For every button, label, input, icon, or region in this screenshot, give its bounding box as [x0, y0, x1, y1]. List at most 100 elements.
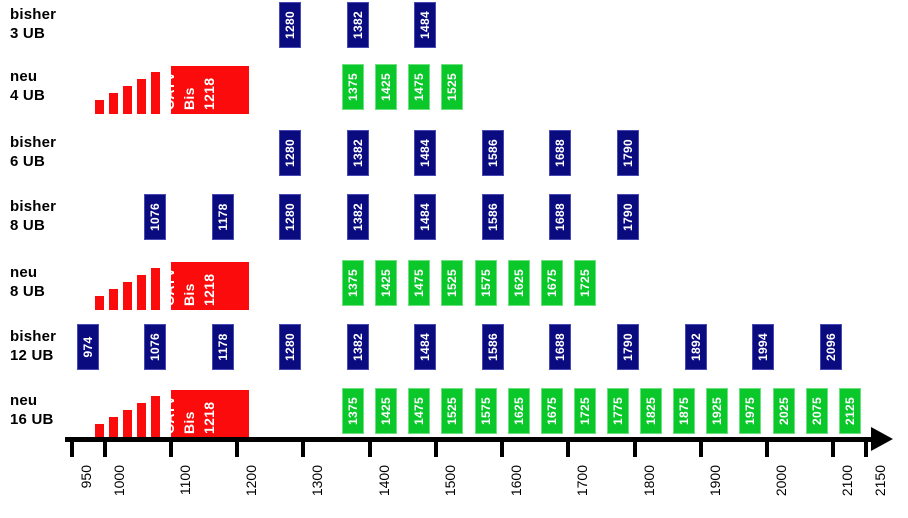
channel-block: 1688: [549, 130, 572, 176]
channel-block: 1688: [549, 324, 572, 370]
channel-block-label: 1575: [478, 397, 493, 425]
catv-text-line2: Bis: [181, 87, 197, 110]
channel-block: 1925: [706, 388, 729, 434]
channel-block: 1825: [640, 388, 663, 434]
x-axis-line: [65, 437, 873, 442]
axis-tick: [632, 442, 637, 457]
channel-block: 1375: [342, 64, 365, 110]
channel-block-label: 1484: [418, 11, 433, 39]
channel-block: 1484: [414, 130, 437, 176]
channel-block: 1484: [414, 324, 437, 370]
channel-block-label: 1425: [379, 73, 394, 101]
channel-block-label: 1975: [743, 397, 758, 425]
row-label-line1: bisher: [10, 328, 57, 345]
axis-tick: [102, 442, 107, 457]
channel-block-label: 1725: [577, 397, 592, 425]
catv-stair-bar: [151, 268, 160, 310]
channel-block: 1525: [441, 64, 464, 110]
axis-tick: [367, 442, 372, 457]
axis-tick: [765, 442, 770, 457]
axis-tick-label: 1200: [243, 465, 260, 497]
channel-block: 1178: [211, 194, 234, 240]
channel-block: 974: [76, 324, 99, 370]
channel-block-label: 1375: [346, 73, 361, 101]
channel-block: 1790: [616, 130, 639, 176]
channel-block-label: 1382: [350, 11, 365, 39]
channel-block: 1575: [474, 388, 497, 434]
row-label-line2: 16 UB: [10, 411, 54, 428]
catv-text-line2: Bis: [181, 283, 197, 306]
channel-block: 1790: [616, 194, 639, 240]
channel-block-label: 1280: [283, 11, 298, 39]
channel-block-label: 1076: [148, 333, 163, 361]
channel-block: 1525: [441, 388, 464, 434]
catv-text-line1: CATV: [161, 71, 177, 110]
row-label-16-ub: neu 16 UB: [10, 391, 100, 429]
channel-block-label: 1790: [620, 139, 635, 167]
channel-block: 1892: [684, 324, 707, 370]
axis-tick: [566, 442, 571, 457]
channel-block-label: 1586: [485, 139, 500, 167]
catv-stair-bar: [109, 289, 118, 310]
channel-block: 1525: [441, 260, 464, 306]
channel-block: 2125: [838, 388, 861, 434]
channel-block: 1382: [346, 194, 369, 240]
channel-block-label: 1280: [283, 333, 298, 361]
channel-block: 1484: [414, 194, 437, 240]
catv-text-line2: Bis: [181, 411, 197, 434]
channel-block-label: 1178: [215, 203, 230, 231]
catv-stair-bar: [95, 424, 104, 438]
axis-tick: [301, 442, 306, 457]
catv-stair-bar: [95, 100, 104, 114]
channel-block: 2025: [772, 388, 795, 434]
channel-block-label: 1725: [577, 269, 592, 297]
channel-block-label: 1525: [445, 73, 460, 101]
channel-block: 1076: [144, 194, 167, 240]
catv-stair-bar: [109, 93, 118, 114]
channel-block: 1725: [573, 388, 596, 434]
row-label-line1: neu: [10, 392, 38, 409]
channel-block: 1975: [739, 388, 762, 434]
channel-block: 1375: [342, 388, 365, 434]
row-label-line1: bisher: [10, 134, 57, 151]
axis-tick-label: 1700: [574, 465, 591, 497]
row-label-line2: 6 UB: [10, 153, 45, 170]
channel-block: 1280: [279, 324, 302, 370]
catv-stair-bar: [137, 403, 146, 438]
channel-block-label: 1475: [412, 73, 427, 101]
channel-block: 1475: [408, 388, 431, 434]
axis-tick-label: 1800: [640, 465, 657, 497]
channel-block-label: 1525: [445, 397, 460, 425]
channel-block: 1280: [279, 194, 302, 240]
catv-stair-bar: [137, 275, 146, 310]
channel-block: 1790: [616, 324, 639, 370]
channel-block-label: 1382: [350, 203, 365, 231]
channel-block: 1425: [375, 388, 398, 434]
channel-block-label: 1076: [148, 203, 163, 231]
axis-tick: [168, 442, 173, 457]
axis-tick-label: 1100: [176, 465, 193, 496]
channel-block: 1675: [540, 260, 563, 306]
axis-tick-label: 2100: [839, 465, 856, 497]
axis-tick-label: 1500: [441, 465, 458, 497]
channel-block-label: 2075: [809, 397, 824, 425]
channel-block: 1775: [607, 388, 630, 434]
catv-stair-bar: [137, 79, 146, 114]
channel-block-label: 1675: [544, 397, 559, 425]
row-label-line2: 4 UB: [10, 87, 45, 104]
catv-stair-bar: [123, 282, 132, 310]
catv-text-line3: 1218: [201, 77, 217, 110]
channel-block: 1484: [414, 2, 437, 48]
channel-block: 1382: [346, 324, 369, 370]
row-label-line2: 3 UB: [10, 25, 45, 42]
channel-block-label: 1382: [350, 139, 365, 167]
channel-block-label: 1875: [677, 397, 692, 425]
